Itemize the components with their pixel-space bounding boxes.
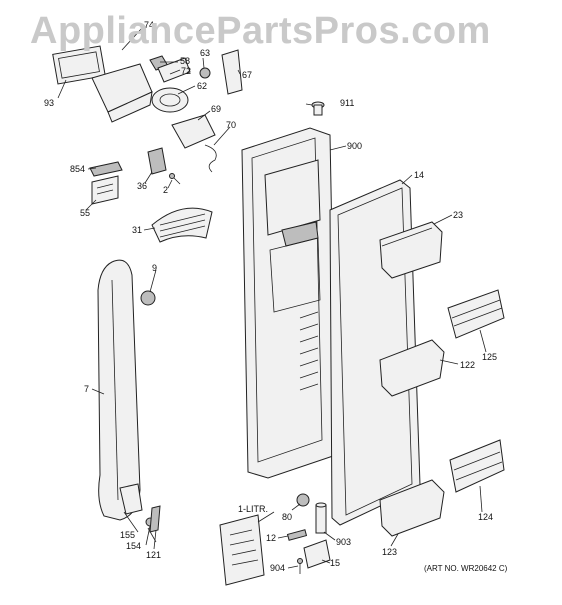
- callout-122: 122: [460, 360, 475, 370]
- part-903: [315, 502, 327, 534]
- door-bin-23: [379, 221, 443, 279]
- callout-154: 154: [126, 541, 141, 551]
- callout-7: 7: [84, 384, 89, 394]
- part-12: [286, 529, 308, 541]
- callout-93: 93: [44, 98, 54, 108]
- callout-31: 31: [132, 225, 142, 235]
- callout-125: 125: [482, 352, 497, 362]
- callout-70: 70: [226, 120, 236, 130]
- callout-80: 80: [282, 512, 292, 522]
- callout-69: 69: [211, 104, 221, 114]
- basket-124: [449, 439, 505, 493]
- callout-900: 900: [347, 141, 362, 151]
- callout-12: 12: [266, 533, 276, 543]
- wire-70: [204, 144, 217, 173]
- callout-124: 124: [478, 512, 493, 522]
- plug-9: [140, 290, 156, 306]
- callout-1-litr: 1-LITR.: [238, 504, 268, 514]
- basket-125: [447, 289, 505, 339]
- door-shelf-rail-ribs: [299, 311, 319, 391]
- callout-911: 911: [340, 98, 354, 108]
- callout-labels: 74 58 72 63 67 62 93 911 69 70 900 854 3…: [44, 20, 497, 573]
- bracket-55: [91, 175, 119, 205]
- part-15: [303, 539, 331, 569]
- cap-911: [311, 101, 325, 116]
- callout-74: 74: [144, 20, 154, 30]
- callout-854: 854: [70, 164, 85, 174]
- callout-63: 63: [200, 48, 210, 58]
- shelf-123: [379, 479, 445, 537]
- callout-155: 155: [120, 530, 135, 540]
- callout-2: 2: [163, 185, 168, 195]
- callout-123: 123: [382, 547, 397, 557]
- manual-1-litr: [219, 514, 265, 586]
- callout-58: 58: [180, 56, 190, 66]
- callout-67: 67: [242, 70, 252, 80]
- callout-903: 903: [336, 537, 351, 547]
- grille-31: [151, 207, 213, 243]
- callout-9: 9: [152, 263, 157, 273]
- door-outer-panel-900: [241, 127, 337, 479]
- switch-36: [147, 147, 167, 175]
- door-handle-7: [97, 259, 141, 521]
- screw-904: [297, 558, 303, 574]
- part-80: [296, 493, 310, 507]
- callout-72: 72: [181, 66, 191, 76]
- screw-2: [169, 173, 181, 185]
- callout-904: 904: [270, 563, 285, 573]
- callout-55: 55: [80, 208, 90, 218]
- shelf-122: [379, 339, 445, 397]
- callout-121: 121: [146, 550, 161, 560]
- bracket-69: [171, 114, 216, 149]
- callout-36: 36: [137, 181, 147, 191]
- handle-bottom-parts: [119, 483, 161, 546]
- callout-14: 14: [414, 170, 424, 180]
- callout-15: 15: [330, 558, 340, 568]
- callout-23: 23: [453, 210, 463, 220]
- leader-lines: [57, 27, 487, 569]
- ice-maker-assembly: [52, 45, 243, 123]
- callout-62: 62: [197, 81, 207, 91]
- art-number: (ART NO. WR20642 C): [424, 564, 508, 573]
- clip-854: [89, 161, 123, 177]
